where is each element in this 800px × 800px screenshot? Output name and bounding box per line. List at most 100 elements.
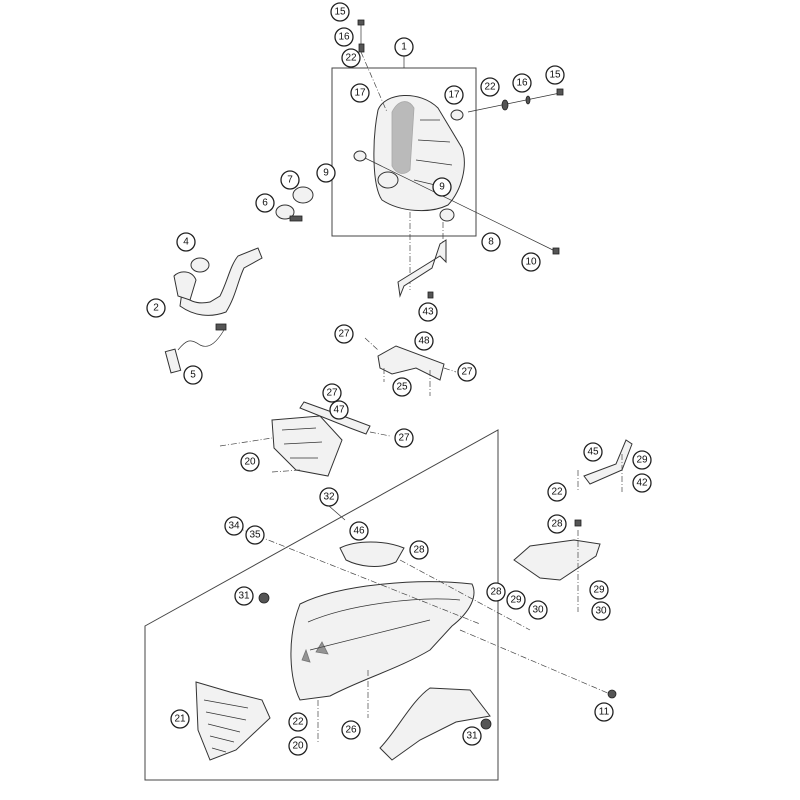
- bolt-15-top: [357, 19, 365, 53]
- callout-31a: 31: [234, 586, 254, 606]
- callout-42: 42: [632, 473, 652, 493]
- callout-21: 21: [170, 709, 190, 729]
- callout-4: 4: [176, 232, 196, 252]
- callout-32: 32: [319, 487, 339, 507]
- callout-15b: 15: [545, 65, 565, 85]
- callout-label: 10: [525, 257, 537, 268]
- callout-label: 29: [510, 595, 522, 606]
- callout-43: 43: [418, 302, 438, 322]
- callout-22b: 22: [480, 77, 500, 97]
- callout-label: 22: [484, 82, 496, 93]
- sensor-5: [164, 329, 225, 374]
- callout-label: 27: [461, 367, 473, 378]
- grille-21: [195, 681, 271, 761]
- cover-plate: [513, 519, 601, 612]
- callout-label: 7: [287, 175, 293, 186]
- callout-6: 6: [255, 193, 275, 213]
- callout-29a: 29: [632, 450, 652, 470]
- bolt-10-long: [353, 150, 560, 255]
- ring-7: [292, 186, 314, 204]
- assembly-32-frame: [144, 429, 499, 781]
- callout-label: 15: [549, 70, 561, 81]
- lower-cover-32: [237, 527, 617, 701]
- callout-label: 45: [587, 447, 599, 458]
- callout-label: 20: [244, 457, 256, 468]
- callout-label: 32: [323, 492, 335, 503]
- callout-label: 27: [398, 433, 410, 444]
- callout-label: 46: [353, 526, 365, 537]
- callout-16b: 16: [512, 73, 532, 93]
- callout-label: 35: [249, 530, 261, 541]
- callout-47: 47: [329, 400, 349, 420]
- callout-label: 20: [292, 741, 304, 752]
- callout-22d: 22: [288, 712, 308, 732]
- callout-22a: 22: [341, 48, 361, 68]
- callout-label: 5: [190, 370, 196, 381]
- callout-34: 34: [224, 516, 244, 536]
- callout-label: 28: [413, 545, 425, 556]
- callout-label: 9: [323, 168, 329, 179]
- callout-11: 11: [594, 702, 614, 722]
- callout-20b: 20: [288, 736, 308, 756]
- callout-label: 6: [262, 198, 268, 209]
- callout-27d: 27: [394, 428, 414, 448]
- callout-26: 26: [341, 720, 361, 740]
- callout-label: 25: [396, 382, 408, 393]
- callout-label: 22: [551, 487, 563, 498]
- callout-27b: 27: [457, 362, 477, 382]
- bracket-48: [364, 337, 457, 396]
- callout-label: 26: [345, 725, 357, 736]
- callout-25: 25: [392, 377, 412, 397]
- callout-48: 48: [414, 331, 434, 351]
- guard-46: [339, 541, 405, 567]
- callout-35: 35: [245, 525, 265, 545]
- callout-label: 4: [183, 237, 189, 248]
- callout-29b: 29: [589, 580, 609, 600]
- spoiler-26: [317, 670, 492, 761]
- callout-label: 2: [153, 303, 159, 314]
- callout-label: 16: [516, 78, 528, 89]
- gasket-4: [190, 257, 210, 273]
- callout-label: 30: [532, 605, 544, 616]
- callout-label: 17: [448, 90, 460, 101]
- callout-1: 1: [394, 37, 414, 57]
- silencer-part: [373, 95, 465, 212]
- clamp-6: [275, 204, 303, 222]
- callout-label: 31: [466, 731, 478, 742]
- callout-27a: 27: [334, 324, 354, 344]
- callout-17a: 17: [350, 83, 370, 103]
- callout-28b: 28: [409, 540, 429, 560]
- callout-17b: 17: [444, 85, 464, 105]
- callout-30b: 30: [591, 601, 611, 621]
- callout-9a: 9: [316, 163, 336, 183]
- bolt-15-right: [450, 88, 564, 121]
- callout-28a: 28: [547, 514, 567, 534]
- callout-label: 28: [490, 587, 502, 598]
- callout-28c: 28: [486, 582, 506, 602]
- callout-label: 21: [174, 714, 186, 725]
- callout-label: 22: [345, 53, 357, 64]
- callout-15a: 15: [330, 2, 350, 22]
- callout-label: 1: [401, 42, 407, 53]
- callout-46: 46: [349, 521, 369, 541]
- callout-22c: 22: [547, 482, 567, 502]
- callout-2: 2: [146, 298, 166, 318]
- callout-label: 9: [439, 182, 445, 193]
- callout-label: 28: [551, 519, 563, 530]
- callout-label: 31: [238, 591, 250, 602]
- callout-30a: 30: [528, 600, 548, 620]
- callout-label: 8: [488, 237, 494, 248]
- callout-27c: 27: [322, 383, 342, 403]
- callout-7: 7: [280, 170, 300, 190]
- bracket-45: [577, 439, 633, 492]
- callout-label: 15: [334, 7, 346, 18]
- callout-label: 27: [326, 388, 338, 399]
- callout-label: 47: [333, 405, 345, 416]
- callout-label: 22: [292, 717, 304, 728]
- callout-10: 10: [521, 252, 541, 272]
- callout-31b: 31: [462, 726, 482, 746]
- heat-shield-20: [271, 415, 343, 477]
- callout-label: 29: [636, 455, 648, 466]
